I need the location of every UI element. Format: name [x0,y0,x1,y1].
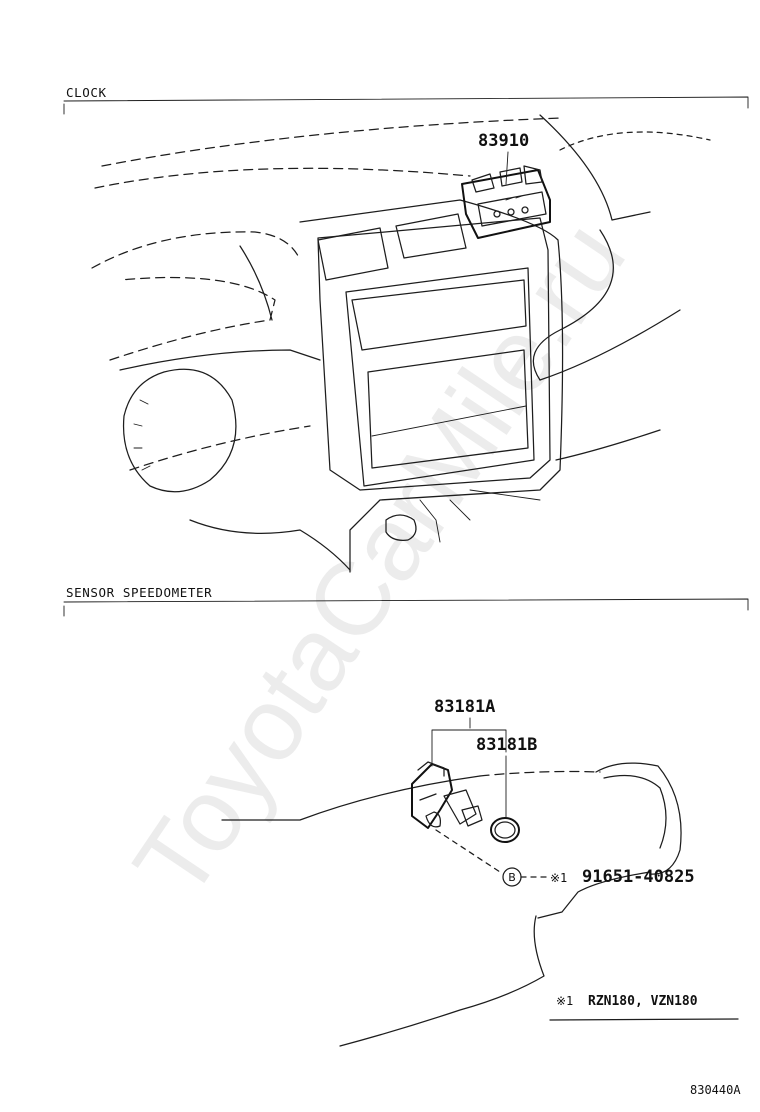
audio-bay-divider [371,405,527,437]
housing-upper-dashed [479,770,601,777]
sensor-connector [417,761,445,801]
sensor-section-title: SENSOR SPEEDOMETER [66,585,212,600]
o-ring-inner [494,821,516,839]
lower-left-contour [129,425,311,471]
housing-flange [595,762,682,875]
footnote-underline [549,1018,739,1021]
sensor-section: SENSOR SPEEDOMETER [63,585,749,1047]
audio-bay-lower [367,349,529,469]
dash-top-edge [101,117,561,167]
console-knob [385,514,417,541]
housing-upper [221,775,481,821]
windshield-base [539,114,651,221]
clock-button-3 [521,206,529,214]
footnote-group: ※1 RZN180, VZN180 [549,994,739,1021]
sensor-part-a: 83181A [434,697,495,717]
part-a-bracket [431,717,507,767]
clock-section-title: CLOCK [66,85,107,100]
clock-section: CLOCK [63,85,749,573]
clock-top-connector [471,165,543,193]
sensor-gear [461,805,483,827]
left-vent [317,227,389,281]
audio-bay-upper [351,279,527,351]
cluster-visor [239,245,273,321]
sensor-mount [425,811,441,828]
bolt-ref-symbol: ※1 [550,871,567,885]
clock-part-number: 83910 [478,131,529,151]
knee-bolster [189,519,351,571]
footnote-text: RZN180, VZN180 [588,994,698,1009]
bolt-part-number: 91651-40825 [582,867,695,887]
clock-section-frame [63,96,749,115]
right-dash-edge [559,131,711,151]
cluster-hood-outer [91,231,301,269]
cluster-lower-line [119,349,321,371]
transmission-illustration [221,762,682,1047]
center-vent [395,213,467,259]
dash-second-edge [94,167,471,189]
housing-lower-drop [339,915,545,1047]
housing-lower [537,871,651,919]
clock-leader-line [505,151,509,185]
clock-button-1 [493,210,501,218]
audio-bay-frame [345,267,535,487]
dashboard-illustration [91,114,711,573]
right-lower-contour [539,309,681,461]
clock-button-2 [507,208,515,216]
o-ring-outer [490,817,520,843]
speed-sensor-drawing [411,761,483,829]
bolt-mark-letter: B [508,871,516,884]
clock-display-marks [505,195,523,201]
clock-module-drawing [461,165,551,239]
right-dash-shadow [532,229,614,381]
figure-code: 830440A [690,1083,741,1097]
sensor-part-b: 83181B [476,735,537,755]
steering-hub-shading [133,399,151,471]
housing-flange-inner [603,775,667,849]
bolt-path [435,829,501,873]
watermark-text: ToyotaCarMile.ru [112,202,648,919]
sensor-shaft [443,789,477,825]
cluster-hood-inner [109,276,276,361]
sensor-section-frame [63,598,749,617]
watermark-group: ToyotaCarMile.ru [112,202,648,919]
footnote-symbol: ※1 [556,994,573,1008]
console-lower-lines [419,489,541,543]
console-inner-frame [317,217,551,491]
o-ring-drawing [490,817,520,843]
steering-hub [122,368,237,493]
